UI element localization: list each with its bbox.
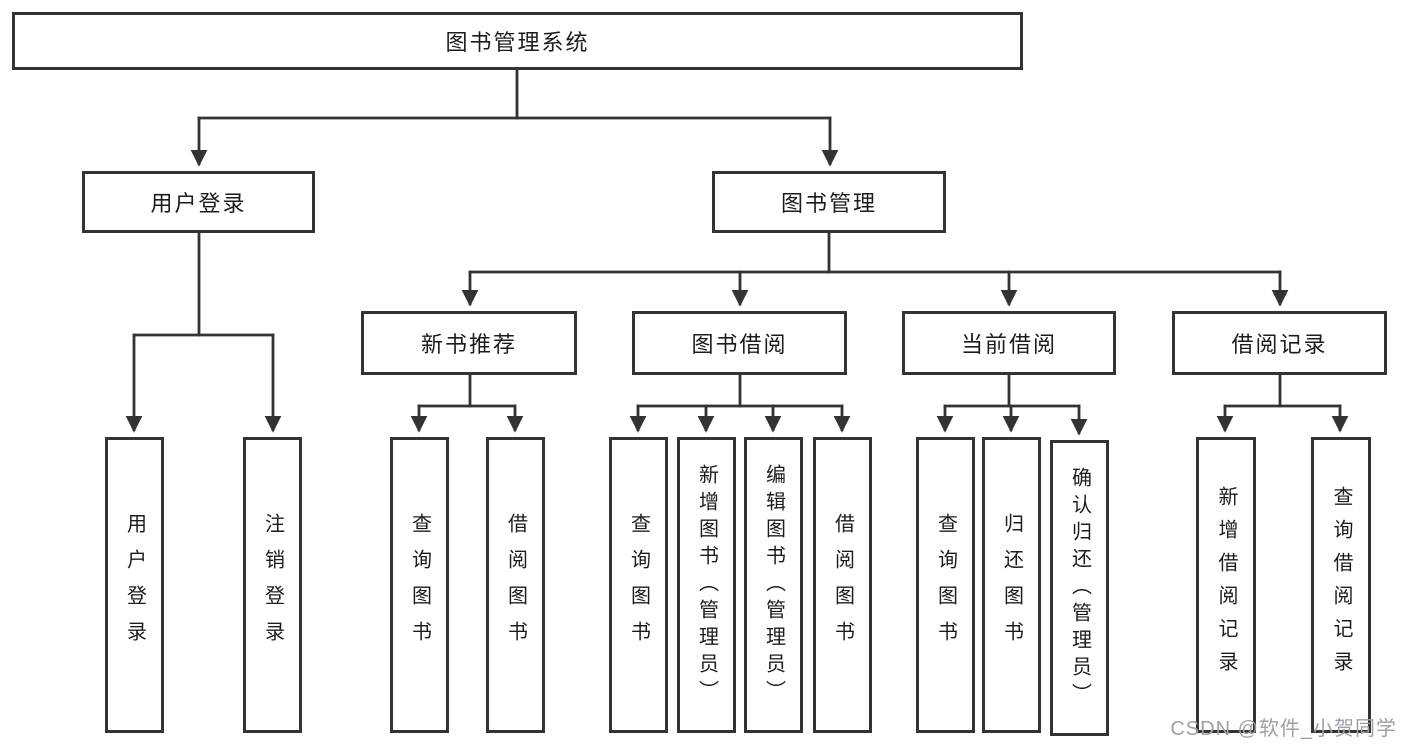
node-leaf-borrow-books-2: 借阅图书 <box>813 437 872 733</box>
node-library-system-label: 图书管理系统 <box>445 30 590 55</box>
node-leaf-borrow-books-1: 借阅图书 <box>486 437 545 733</box>
node-borrowing-records: 借阅记录 <box>1172 311 1387 375</box>
node-leaf-user-login-label: 用户登录 <box>123 513 146 657</box>
node-book-borrowing-label: 图书借阅 <box>691 332 788 357</box>
node-leaf-borrow-books-1-label: 借阅图书 <box>504 513 527 657</box>
node-leaf-query-books-3-label: 查询图书 <box>934 513 957 657</box>
node-borrowing-records-label: 借阅记录 <box>1231 332 1328 357</box>
node-leaf-query-borrow-record: 查询借阅记录 <box>1311 437 1371 733</box>
node-leaf-query-books-2: 查询图书 <box>609 437 668 733</box>
node-leaf-add-books-admin: 新增图书（管理员） <box>677 437 736 733</box>
node-leaf-borrow-books-2-label: 借阅图书 <box>831 513 854 657</box>
node-leaf-logout: 注销登录 <box>243 437 302 733</box>
node-leaf-query-books-3: 查询图书 <box>916 437 975 733</box>
node-leaf-confirm-return-admin: 确认归还（管理员） <box>1050 440 1109 736</box>
node-leaf-edit-books-admin: 编辑图书（管理员） <box>744 437 803 733</box>
node-leaf-user-login: 用户登录 <box>105 437 164 733</box>
node-leaf-add-borrow-record-label: 新增借阅记录 <box>1215 486 1237 684</box>
node-book-borrowing: 图书借阅 <box>632 311 847 375</box>
node-leaf-add-books-admin-label: 新增图书（管理员） <box>695 463 718 707</box>
node-leaf-return-books: 归还图书 <box>982 437 1041 733</box>
node-current-borrowing-label: 当前借阅 <box>960 332 1057 357</box>
node-library-system: 图书管理系统 <box>12 12 1023 70</box>
node-leaf-query-books-1-label: 查询图书 <box>408 513 431 657</box>
node-leaf-add-borrow-record: 新增借阅记录 <box>1196 437 1256 733</box>
node-new-book-recommend-label: 新书推荐 <box>420 332 517 357</box>
node-leaf-query-books-1: 查询图书 <box>390 437 449 733</box>
node-leaf-logout-label: 注销登录 <box>261 513 284 657</box>
node-book-management-label: 图书管理 <box>780 191 877 216</box>
node-leaf-return-books-label: 归还图书 <box>1000 513 1023 657</box>
node-leaf-confirm-return-admin-label: 确认归还（管理员） <box>1068 466 1091 710</box>
node-new-book-recommend: 新书推荐 <box>361 311 577 375</box>
node-user-login: 用户登录 <box>82 171 315 233</box>
csdn-watermark: CSDN @软件_小贺同学 <box>1170 718 1397 740</box>
node-leaf-query-books-2-label: 查询图书 <box>627 513 650 657</box>
node-book-management: 图书管理 <box>712 171 946 233</box>
node-leaf-edit-books-admin-label: 编辑图书（管理员） <box>762 463 785 707</box>
node-user-login-label: 用户登录 <box>150 191 247 216</box>
node-current-borrowing: 当前借阅 <box>902 311 1116 375</box>
node-leaf-query-borrow-record-label: 查询借阅记录 <box>1330 486 1352 684</box>
